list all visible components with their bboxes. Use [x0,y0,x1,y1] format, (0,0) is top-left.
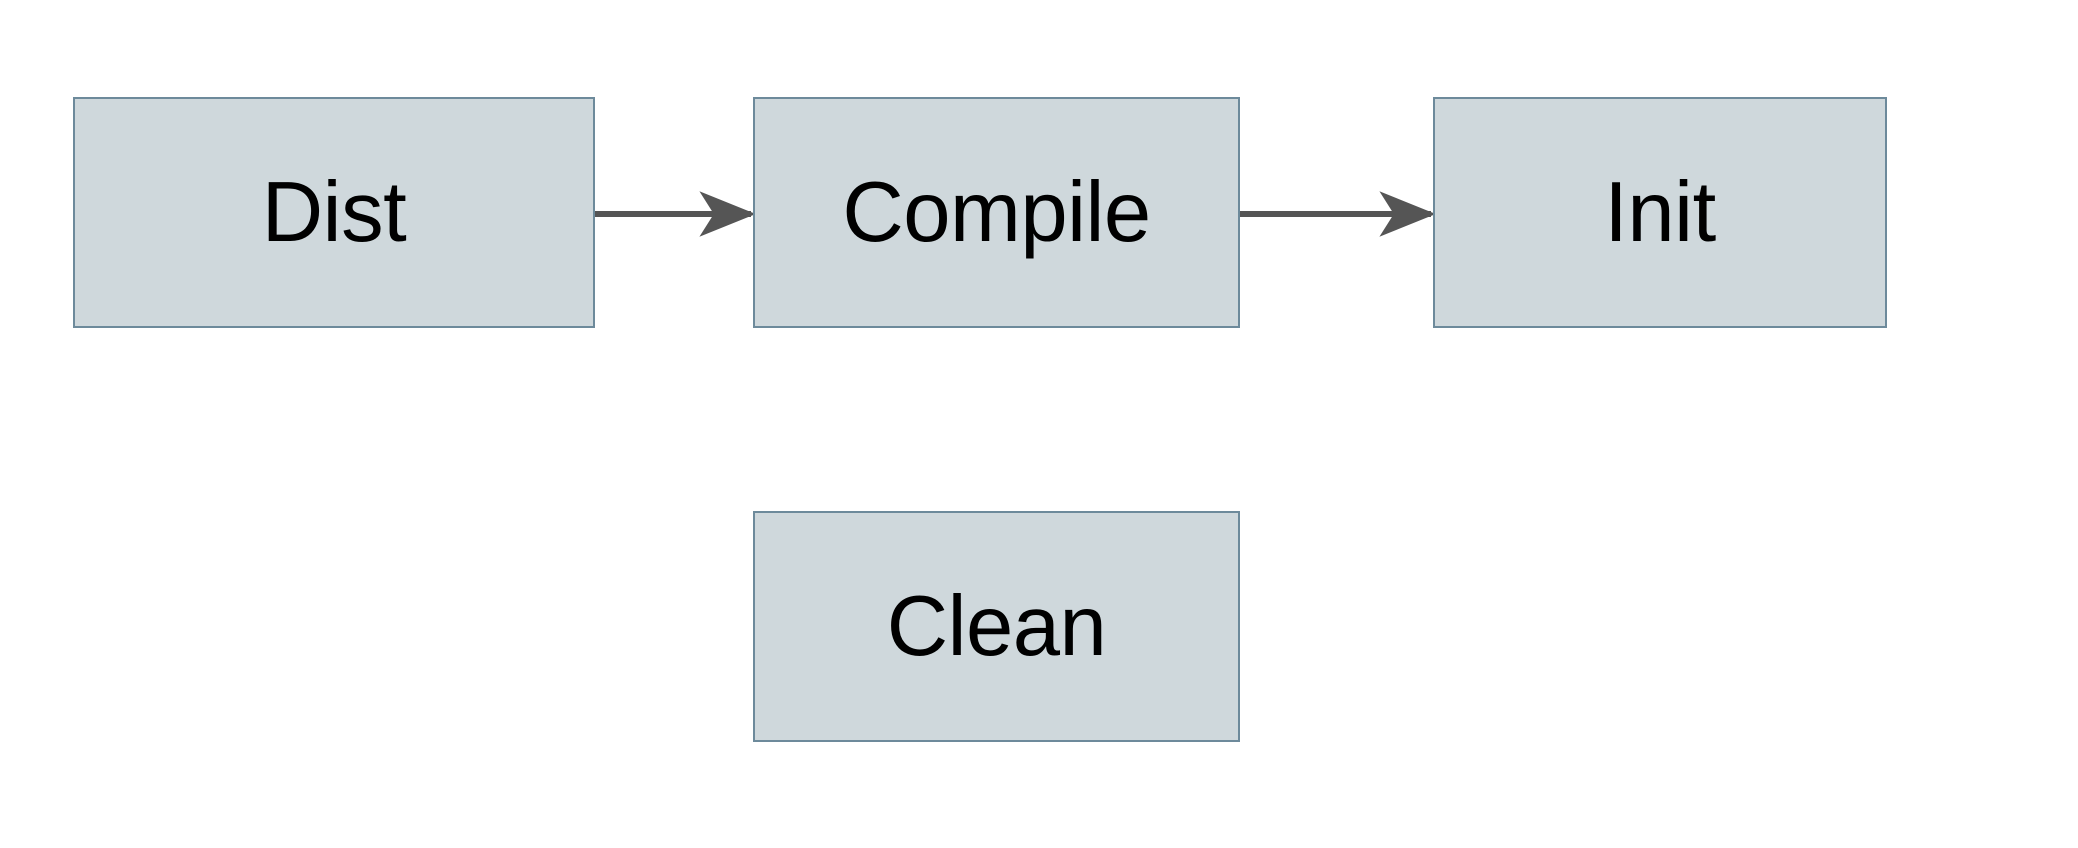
node-compile[interactable]: Compile [753,97,1240,328]
node-dist[interactable]: Dist [73,97,595,328]
node-dist-label: Dist [261,165,407,260]
node-clean-label: Clean [886,579,1107,674]
node-init-label: Init [1604,165,1716,260]
node-compile-label: Compile [842,165,1151,260]
node-clean[interactable]: Clean [753,511,1240,742]
node-init[interactable]: Init [1433,97,1887,328]
